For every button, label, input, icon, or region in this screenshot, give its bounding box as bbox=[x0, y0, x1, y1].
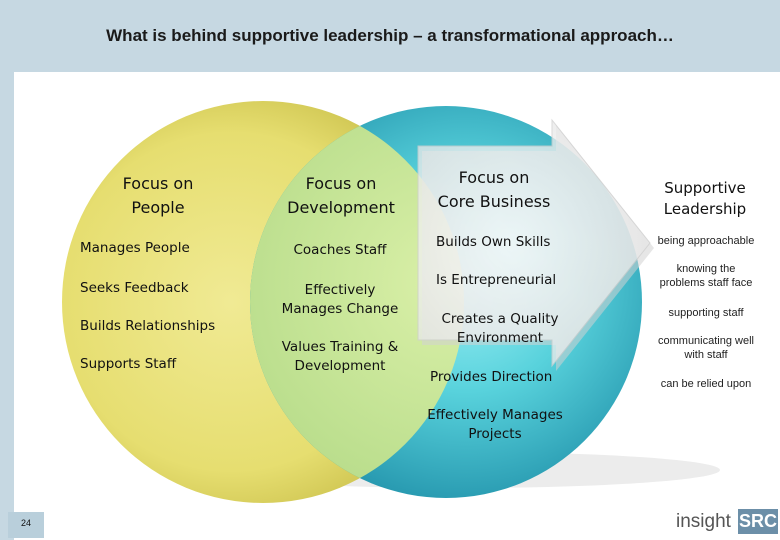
left-accent-bar bbox=[0, 0, 14, 540]
development-item: Coaches Staff bbox=[293, 242, 387, 258]
people-item: Seeks Feedback bbox=[80, 280, 189, 296]
core-business-item: Provides Direction bbox=[430, 369, 553, 385]
supportive-item: can be relied upon bbox=[660, 378, 752, 390]
page-number: 24 bbox=[20, 518, 31, 528]
header-band bbox=[0, 0, 780, 72]
people-item: Manages People bbox=[80, 240, 190, 256]
supportive-item: being approachable bbox=[657, 235, 755, 247]
page-title: What is behind supportive leadership – a… bbox=[106, 26, 674, 45]
people-item: Supports Staff bbox=[80, 356, 177, 372]
people-item: Builds Relationships bbox=[80, 318, 216, 334]
logo-box: SRC bbox=[738, 509, 778, 534]
supportive-item: supporting staff bbox=[668, 307, 744, 319]
development-item: Values Training &Development bbox=[281, 339, 399, 374]
core-business-item: Is Entrepreneurial bbox=[436, 272, 557, 288]
logo-word: insight bbox=[676, 511, 731, 532]
core-business-item: Builds Own Skills bbox=[436, 234, 551, 250]
result-arrow bbox=[417, 118, 651, 368]
page-number-box: 24 bbox=[8, 512, 44, 538]
